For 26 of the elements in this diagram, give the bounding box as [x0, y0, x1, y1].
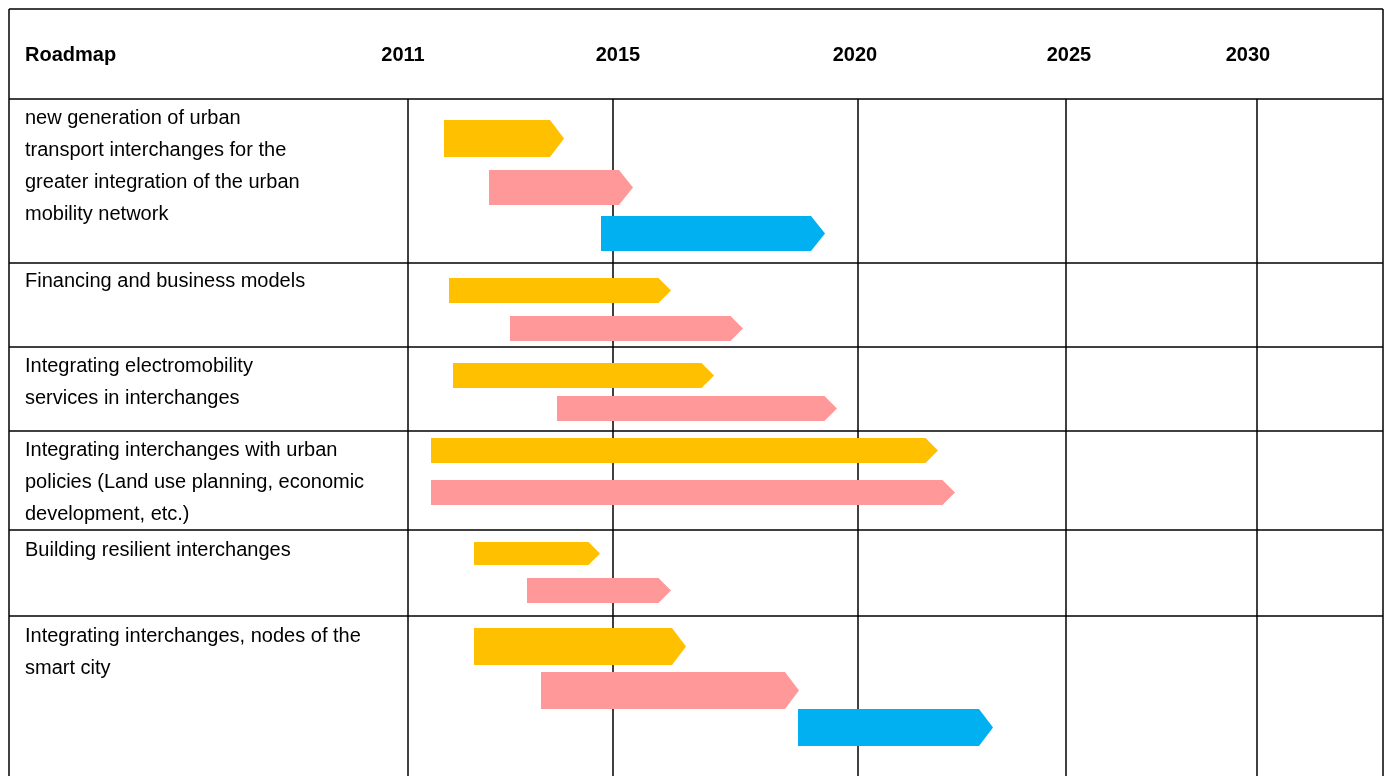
row-label: Financing and business models — [25, 268, 307, 293]
timeline-bar — [474, 628, 686, 665]
row-label: Integrating electromobility services in interchanges — [25, 353, 254, 410]
row-label: Integrating interchanges, nodes of the smart city — [25, 623, 362, 680]
timeline-bar — [489, 170, 633, 205]
column-header: Roadmap — [25, 42, 118, 67]
row-label: Integrating interchanges with urban policies (Land use planning, economic development, etc.) — [25, 437, 366, 526]
column-header: 2020 — [831, 42, 879, 67]
timeline-bar — [449, 278, 671, 303]
timeline-bar — [474, 542, 600, 565]
timeline-bar — [541, 672, 799, 709]
row-label: Building resilient interchanges — [25, 537, 292, 562]
column-header: 2015 — [594, 42, 642, 67]
timeline-bar — [527, 578, 671, 603]
timeline-bar — [601, 216, 825, 251]
timeline-bar — [798, 709, 993, 746]
timeline-bar — [431, 438, 938, 463]
column-header: 2011 — [380, 42, 426, 67]
row-label: new generation of urban transport interchanges for the greater integration of the urban mobility network — [25, 105, 301, 226]
column-header: 2025 — [1045, 42, 1093, 67]
column-header: 2030 — [1224, 42, 1272, 67]
timeline-bar — [444, 120, 564, 157]
timeline-bar — [557, 396, 837, 421]
timeline-bar — [453, 363, 714, 388]
timeline-bar — [510, 316, 743, 341]
timeline-bar — [431, 480, 955, 505]
